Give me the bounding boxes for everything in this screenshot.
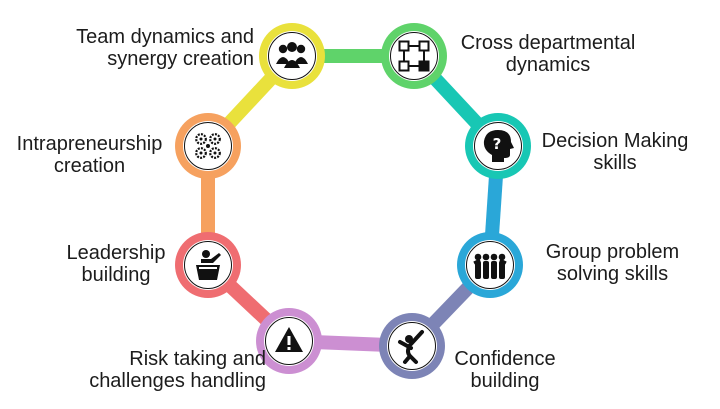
node-outline [390, 32, 438, 80]
node-outline [265, 317, 313, 365]
node-outline [184, 241, 232, 289]
label-team: Team dynamics and synergy creation [76, 26, 254, 70]
flowchart-icon [398, 40, 430, 72]
node-outline [268, 32, 316, 80]
speaker-podium-icon [196, 250, 221, 280]
node-outline [184, 122, 232, 170]
warning-triangle-icon [275, 327, 303, 352]
node-disc [387, 321, 437, 371]
node-decision: ? [465, 113, 531, 179]
node-outline [388, 322, 436, 370]
node-outline [474, 122, 522, 170]
label-risk: Risk taking and challenges handling [89, 348, 266, 392]
node-cross [381, 23, 447, 89]
node-disc [465, 240, 515, 290]
node-leadership [175, 232, 241, 298]
label-cross: Cross departmental dynamics [460, 32, 636, 76]
team-group-icon [276, 42, 308, 68]
node-team [259, 23, 325, 89]
label-group: Group problem solving skills [545, 241, 680, 285]
node-intra [175, 113, 241, 179]
label-confidence: Confidence building [454, 348, 556, 392]
label-intra: Intrapreneurship creation [16, 133, 163, 177]
people-huddle-icon [473, 253, 507, 279]
label-leadership: Leadership building [66, 242, 166, 286]
node-disc [267, 31, 317, 81]
node-outline [466, 241, 514, 289]
node-group [457, 232, 523, 298]
head-question-icon: ? [483, 130, 514, 162]
svg-text:?: ? [493, 135, 502, 153]
cheering-person-icon [398, 330, 424, 364]
node-confidence [379, 313, 445, 379]
label-decision: Decision Making skills [541, 130, 689, 174]
node-disc [389, 31, 439, 81]
gears-cluster-icon [195, 133, 221, 159]
node-risk [256, 308, 322, 374]
